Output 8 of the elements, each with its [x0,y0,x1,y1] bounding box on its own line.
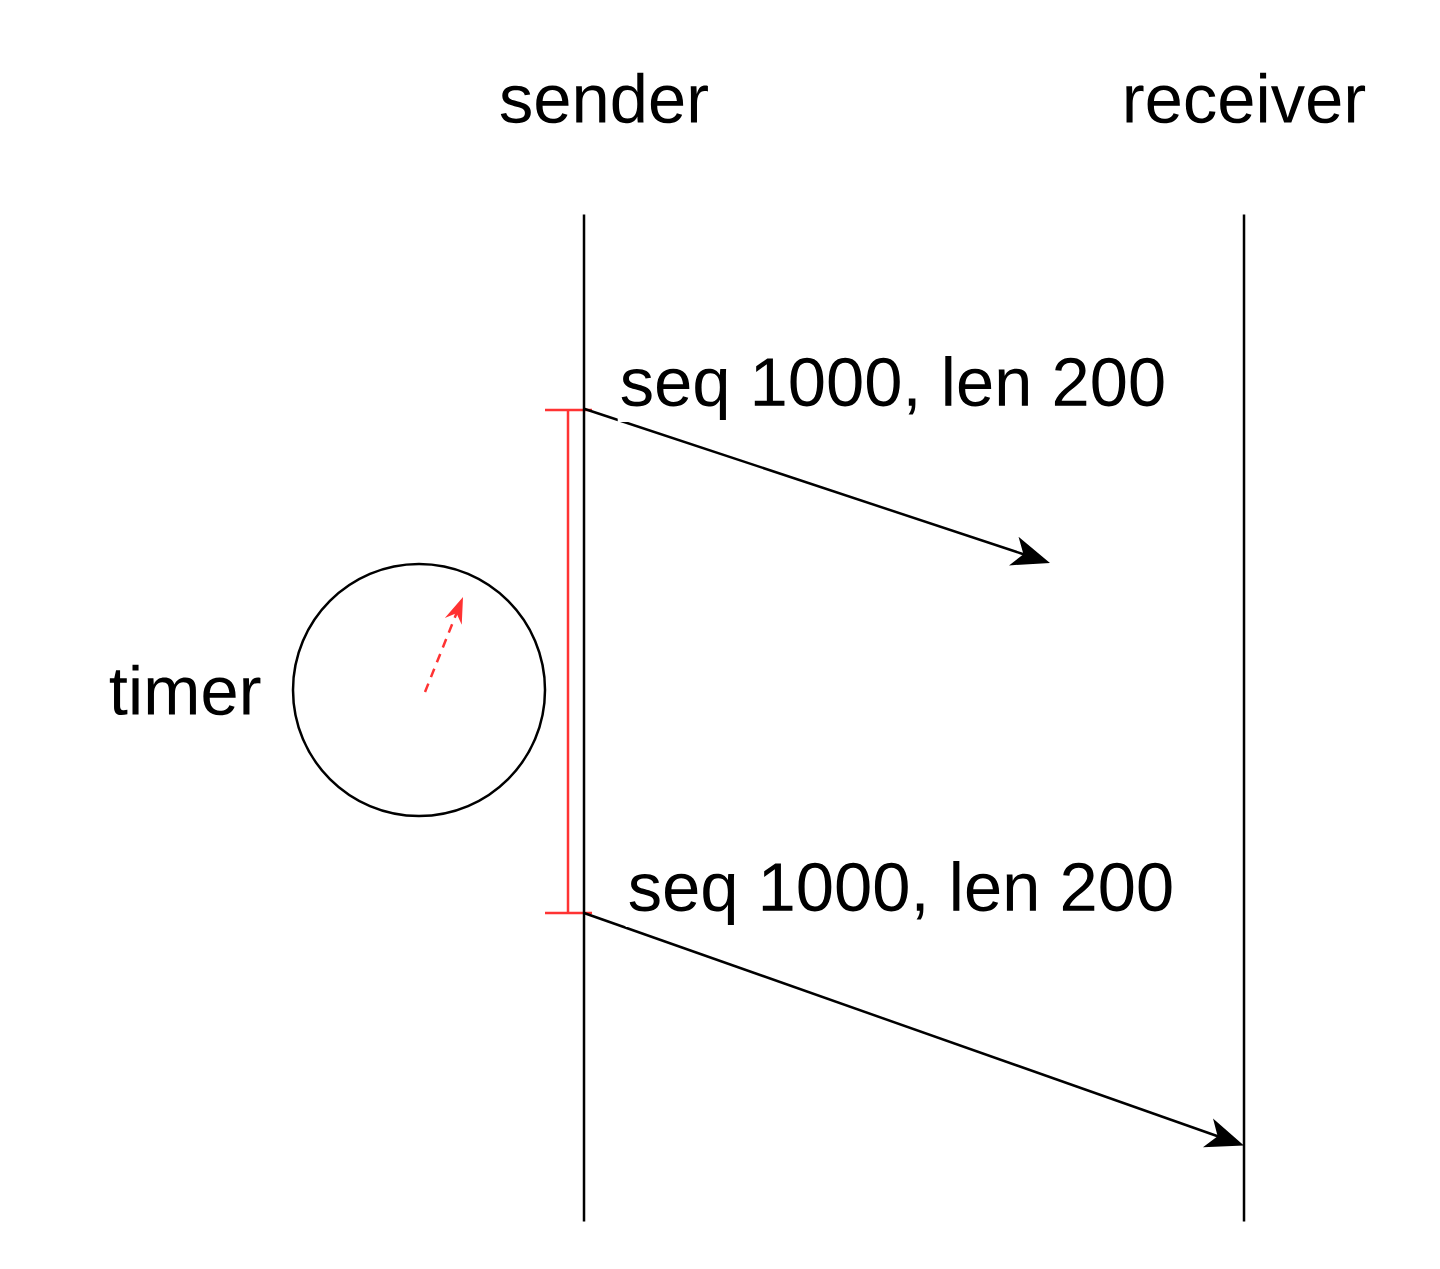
lifeline [582,213,586,1223]
lifeline-label: receiver [1126,72,1366,124]
edge-label: seq 1000, len 200 [617,353,1169,423]
lifeline [1242,213,1246,1223]
edge-label: seq 1000, len 200 [625,859,1177,928]
timer-circle [291,562,547,818]
lifeline-label: sender [500,72,708,124]
timer-label: timer [109,664,261,716]
